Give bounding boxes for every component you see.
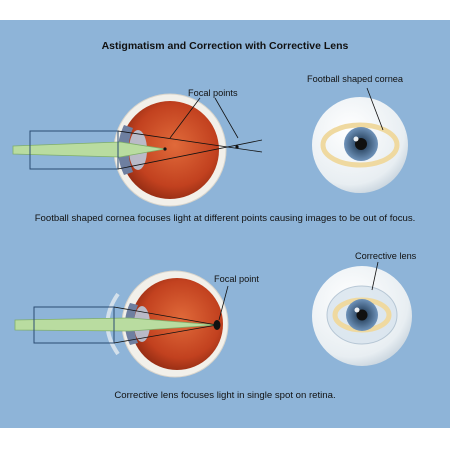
corrective-lens-label: Corrective lens — [355, 251, 417, 261]
focal-point-label: Focal point — [214, 274, 259, 284]
bottom-caption: Corrective lens focuses light in single … — [114, 390, 336, 401]
top-eye-cross-section — [113, 93, 227, 207]
bottom-light-beam — [14, 285, 229, 344]
top-front-eyeball — [312, 87, 408, 193]
top-light-beam — [12, 130, 263, 170]
diagram-title: Astigmatism and Correction with Correcti… — [101, 40, 349, 52]
football-cornea-label: Football shaped cornea — [307, 74, 404, 84]
bottom-front-eyeball — [312, 261, 412, 366]
focal-points-label: Focal points — [188, 88, 238, 98]
top-focal-leaders — [169, 97, 239, 139]
top-caption: Football shaped cornea focuses light at … — [34, 213, 416, 224]
